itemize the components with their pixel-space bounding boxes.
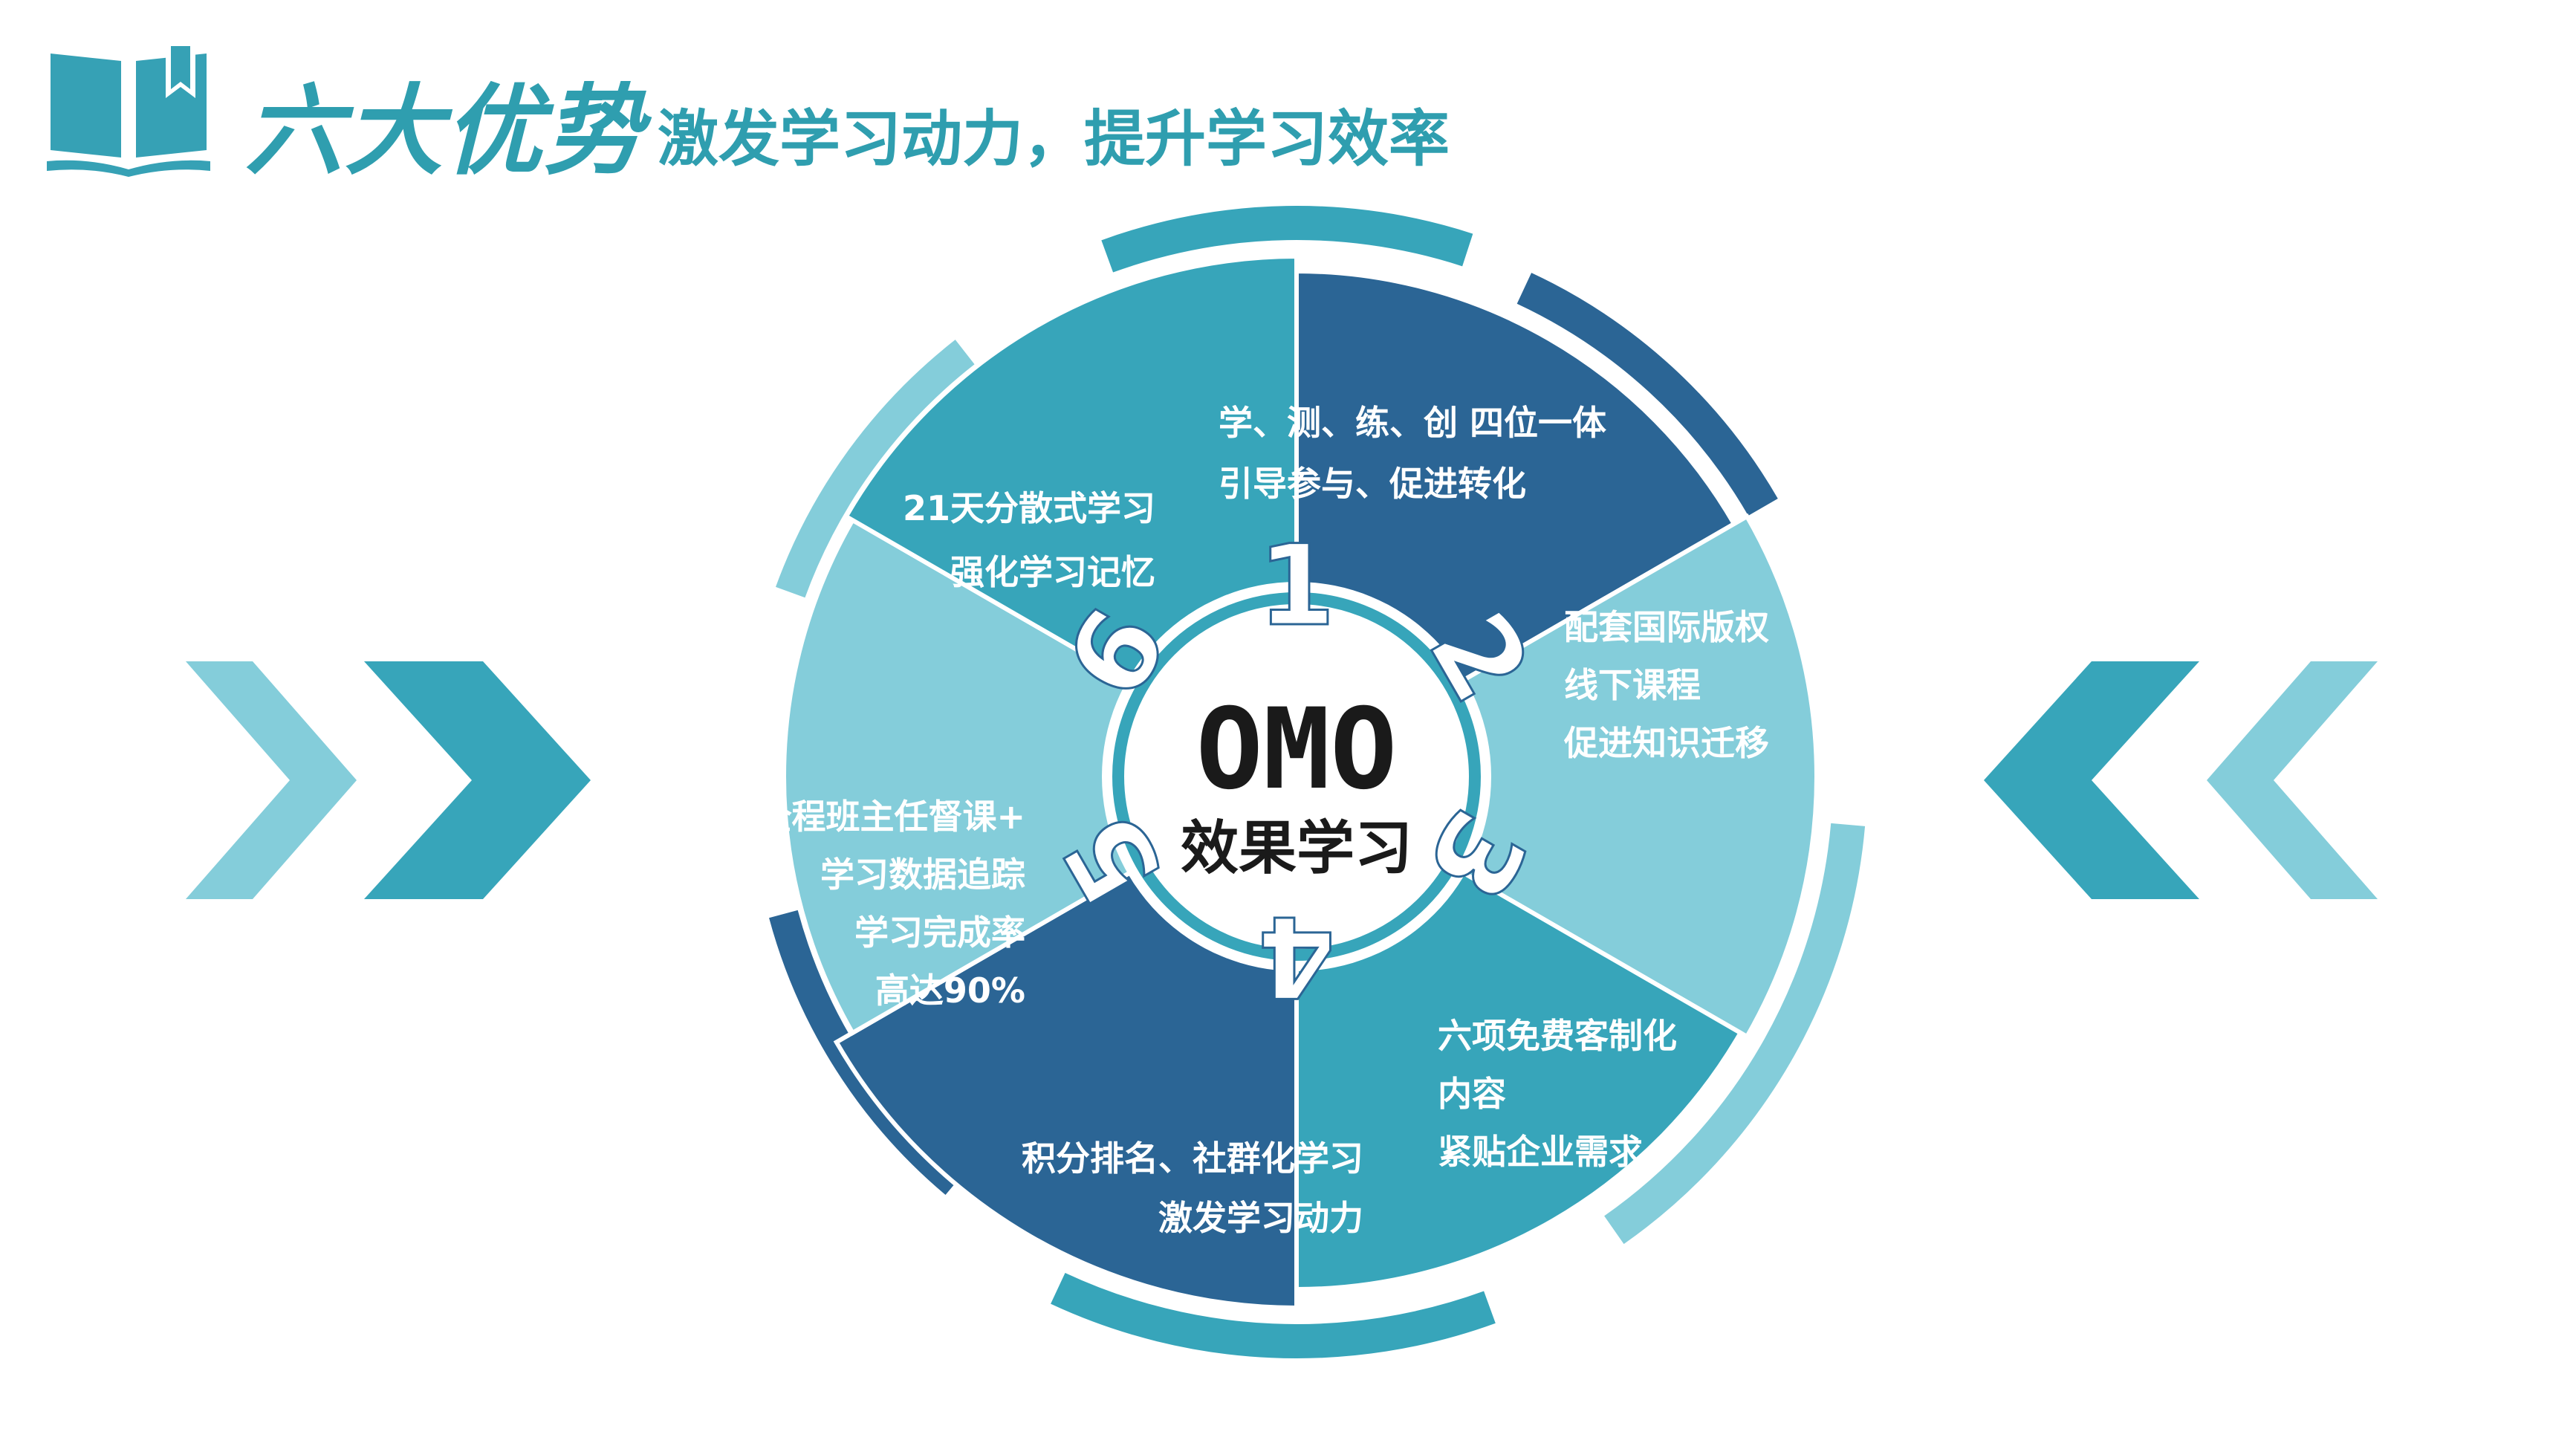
ring-arc-left: [775, 340, 975, 598]
ring-arc-upper-right: [1516, 273, 1778, 516]
segment-label-4: 积分排名、社群化学习激发学习动力: [1022, 1138, 1363, 1238]
segment-label-6: 21天分散式学习强化学习记忆: [903, 488, 1155, 592]
segment-5: [781, 516, 1302, 1037]
segment-label-2: 配套国际版权线下课程促进知识迁移: [1563, 607, 1769, 763]
segment-2: [1291, 513, 1820, 1040]
page-title: 六大优势: [245, 74, 643, 189]
ring-arc-right: [1604, 823, 1866, 1245]
segment-label-line: 学习数据追踪: [820, 855, 1025, 895]
center-inner-circle: [1136, 616, 1457, 937]
segment-label-line: 积分排名、社群化学习: [1022, 1138, 1363, 1179]
segment-label-line: 强化学习记忆: [950, 552, 1155, 592]
segment-label-line: 高达90%: [875, 970, 1025, 1011]
center-subtitle: 效果学习: [1181, 815, 1412, 882]
chevron-left-icon: [1984, 661, 2378, 899]
segment-label-line: 学、测、练、创 四位一体: [1219, 403, 1606, 443]
segment-label-line: 激发学习动力: [1158, 1198, 1363, 1238]
segment-label-line: 促进知识迁移: [1563, 723, 1769, 763]
segment-label-line: 紧贴企业需求: [1438, 1132, 1643, 1172]
center-title: OMO: [1196, 685, 1398, 814]
page-subtitle: 激发学习动力，提升学习效率: [658, 104, 1450, 175]
ring-arc-bottom: [1051, 1272, 1496, 1358]
segment-label-3: 六项免费客制化内容紧贴企业需求: [1438, 1016, 1677, 1172]
open-book-bookmark-icon: [47, 46, 210, 177]
segment-number-4: 4: [1258, 891, 1335, 1020]
segment-label-line: 配套国际版权: [1564, 607, 1769, 647]
segment-number-1: 1: [1258, 522, 1335, 651]
segment-label-line: 21天分散式学习: [903, 488, 1155, 528]
chevron-right-icon: [186, 661, 591, 899]
segment-label-line: 全程班主任督课+: [756, 797, 1025, 837]
segment-label-1: 学、测、练、创 四位一体引导参与、促进转化: [1219, 403, 1606, 504]
segment-label-line: 引导参与、促进转化: [1219, 464, 1526, 504]
center-ring: [1112, 592, 1481, 961]
ring-arc-top: [1101, 206, 1473, 273]
segment-label-line: 线下课程: [1564, 665, 1701, 705]
segment-label-line: 六项免费客制化: [1438, 1016, 1677, 1056]
segment-label-5: 全程班主任督课+ 学习数据追踪学习完成率高达90%: [756, 797, 1025, 1011]
segment-label-line: 学习完成率: [854, 912, 1025, 953]
segment-label-line: 内容: [1438, 1074, 1506, 1114]
